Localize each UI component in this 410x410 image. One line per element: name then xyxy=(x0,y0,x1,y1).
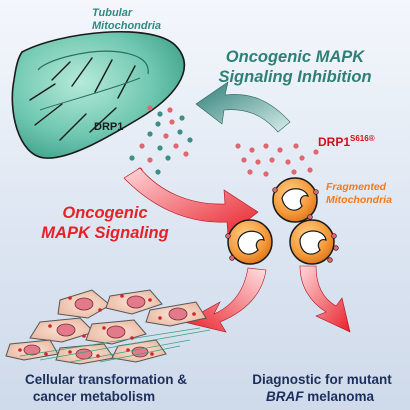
drp1-phospho-main: DRP1 xyxy=(318,135,350,149)
drp1-phospho-sup: S616® xyxy=(350,134,375,143)
drp1-phospho-label: DRP1S616® xyxy=(318,134,375,149)
tubular-mitochondrion xyxy=(11,30,186,159)
diagnostic-label-1: Diagnostic for mutant xyxy=(252,372,392,387)
signaling-label-1: Oncogenic xyxy=(62,204,147,222)
signaling-label-2: MAPK Signaling xyxy=(41,224,168,242)
fragmented-label-2: Mitochondria xyxy=(326,194,392,206)
cellular-label-1: Cellular transformation & xyxy=(25,372,187,387)
cancer-cells xyxy=(5,289,211,365)
arrow-to-diagnostic xyxy=(299,265,351,333)
inhibition-label-1: Oncogenic MAPK xyxy=(226,48,366,66)
diagnostic-label-2: BRAF melanoma xyxy=(266,389,375,404)
drp1-label: DRP1 xyxy=(94,121,123,133)
arrow-to-cells xyxy=(183,267,267,333)
fragmented-label-1: Fragmented xyxy=(326,181,387,193)
tubular-mito-label-2: Mitochondria xyxy=(92,20,161,32)
tubular-mito-label-1: Tubular xyxy=(92,7,133,19)
drp1-phospho-dots xyxy=(235,143,319,177)
inhibition-label-2: Signaling Inhibition xyxy=(218,68,371,86)
fragmented-mitochondria xyxy=(225,177,339,265)
diagnostic-braf: BRAF xyxy=(266,389,304,404)
diagnostic-rest: melanoma xyxy=(303,389,374,404)
inhibition-arrow xyxy=(195,81,291,133)
cellular-label-2: cancer metabolism xyxy=(33,389,155,404)
